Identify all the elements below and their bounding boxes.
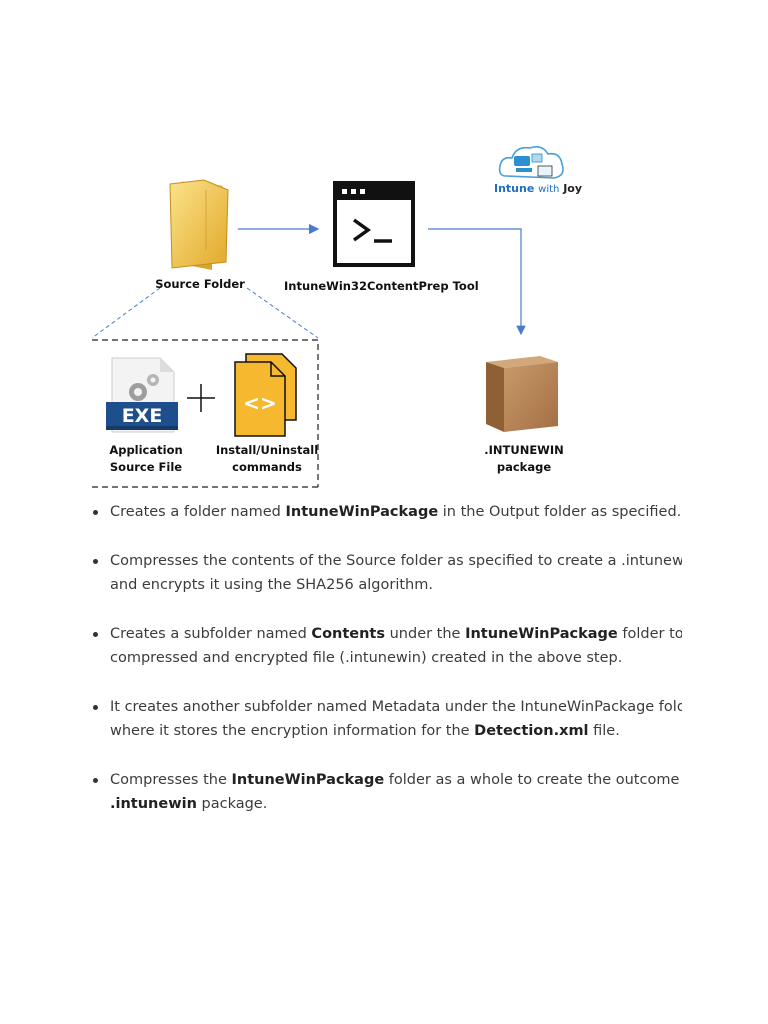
package-box-icon: [486, 356, 558, 432]
bullet-text: Creates a subfolder named: [110, 625, 312, 642]
source-contents-box: [92, 339, 319, 488]
zoom-line-right: [246, 287, 319, 339]
plus-icon: [187, 384, 215, 412]
diagram-canvas: EXE <>: [91, 146, 564, 488]
bullet-bold-term: IntuneWinPackage: [465, 625, 618, 642]
bullet-item: Compresses the IntuneWinPackage folder a…: [86, 768, 682, 817]
bullet-text: compressed and encrypted file (.intunewi…: [110, 650, 623, 666]
folder-icon: [169, 179, 229, 270]
bullet-bold-term: Detection.xml: [474, 723, 589, 739]
logo-word-joy: Joy: [563, 182, 583, 195]
logo-word-with: with: [538, 184, 560, 195]
code-glyph: <>: [243, 391, 277, 415]
bullet-item: It creates another subfolder named Metad…: [86, 695, 682, 744]
bullet-text: and encrypts it using the SHA256 algorit…: [110, 577, 433, 593]
script-file-icon: <>: [234, 353, 297, 437]
bullet-text: folder as a whole to create the outcome …: [384, 771, 682, 788]
app-source-label-line2: Source File: [109, 460, 183, 474]
bullet-text: folder to sto: [622, 625, 682, 642]
install-commands-label: Install/Uninstall commands: [212, 442, 322, 476]
package-label-line1: .INTUNEWIN: [484, 443, 564, 457]
bullet-item: Creates a subfolder named Contents under…: [86, 622, 682, 671]
exe-badge-text: EXE: [122, 405, 163, 427]
app-source-label-line1: Application: [109, 443, 183, 457]
logo-icon: [498, 146, 564, 179]
logo-text: Intune with Joy: [494, 182, 582, 195]
source-folder-label: Source Folder: [155, 277, 245, 291]
bullet-text: Creates a folder named: [110, 504, 286, 520]
bullet-text: package.: [196, 796, 268, 812]
bullet-bold-term: .intunewin: [110, 796, 197, 812]
arrow-tool-to-package: [428, 228, 526, 336]
bullet-bold-term: Contents: [311, 625, 385, 642]
bullet-bold-term: IntuneWinPackage: [285, 504, 439, 520]
install-label-line2: commands: [232, 460, 302, 474]
bullet-text: where it stores the encryption informati…: [110, 723, 475, 739]
logo-word-intune: Intune: [494, 182, 535, 195]
process-diagram: EXE <> Source Folder Intun: [0, 0, 768, 490]
install-label-line1: Install/Uninstall: [215, 443, 319, 457]
tool-label: IntuneWin32ContentPrep Tool: [284, 279, 479, 293]
app-source-label: Application Source File: [96, 442, 196, 476]
bullet-text: file.: [588, 723, 620, 739]
steps-bullet-list: Creates a folder named IntuneWinPackage …: [86, 500, 682, 841]
bullet-bold-term: IntuneWinPackage: [231, 771, 385, 788]
bullet-item: Compresses the contents of the Source fo…: [86, 549, 682, 598]
bullet-text: It creates another subfolder named Metad…: [110, 698, 682, 715]
bullet-text: Compresses the: [110, 771, 232, 788]
bullet-text: Compresses the contents of the Source fo…: [110, 552, 682, 569]
exe-file-icon: EXE: [106, 357, 178, 433]
terminal-icon: [333, 181, 415, 267]
package-label-line2: package: [496, 460, 552, 474]
bullet-item: Creates a folder named IntuneWinPackage …: [86, 500, 682, 525]
package-label: .INTUNEWIN package: [474, 442, 574, 476]
zoom-line-left: [91, 287, 161, 339]
bullet-text: in the Output folder as specified.: [438, 504, 682, 520]
bullet-text: under the: [385, 625, 466, 642]
